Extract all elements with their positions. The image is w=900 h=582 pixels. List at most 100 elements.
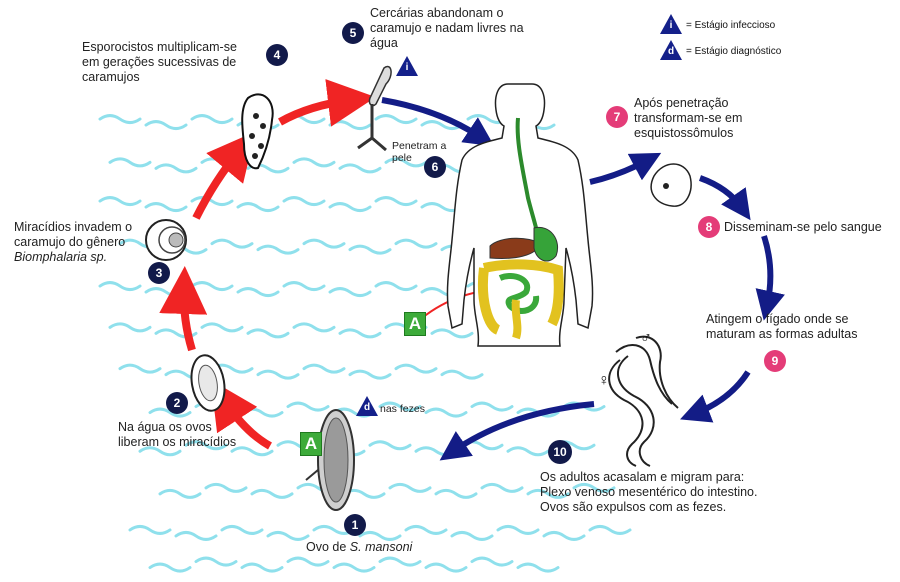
stage-9-line2: maturam as formas adultas	[706, 327, 857, 342]
sporocyst-drawing	[242, 94, 272, 168]
water-wave	[350, 371, 390, 378]
male-symbol: ♂	[640, 330, 652, 348]
stage-10-line2: Plexo venoso mesentérico do intestino.	[540, 485, 758, 500]
water-wave	[360, 532, 400, 539]
stage-7-line1: Após penetração	[634, 96, 742, 111]
water-wave	[508, 448, 548, 455]
water-wave	[252, 490, 292, 497]
water-wave	[482, 484, 522, 491]
water-wave	[192, 198, 232, 205]
stage-4-line1: Esporocistos multiplicam-se	[82, 40, 237, 55]
water-wave	[294, 159, 334, 166]
stage-1-badge: 1	[344, 514, 366, 536]
water-wave	[472, 558, 512, 565]
stage-8-label: Disseminam-se pelo sangue	[724, 220, 900, 235]
arrow-2-to-3	[184, 290, 192, 350]
water-wave	[100, 116, 140, 123]
rectum	[516, 300, 518, 338]
legend-diagnostic-text: = Estágio diagnóstico	[686, 46, 781, 57]
arrow-7-to-8	[700, 178, 742, 208]
water-wave	[330, 122, 370, 129]
water-wave	[248, 330, 288, 337]
water-wave	[416, 448, 456, 455]
cercaria-drawing	[358, 67, 391, 150]
arrow-4-to-5	[280, 100, 352, 122]
water-wave	[294, 324, 334, 331]
arrow-9-to-adults	[694, 372, 748, 414]
water-wave	[432, 330, 472, 337]
water-wave	[100, 198, 140, 205]
stage-5-line2: caramujo e nadam livres na	[370, 21, 524, 36]
stage-8-badge: 8	[698, 216, 720, 238]
water-wave	[406, 526, 446, 533]
snail-drawing	[146, 220, 186, 260]
water-wave	[150, 564, 190, 571]
water-wave	[544, 532, 584, 539]
water-wave	[196, 558, 236, 565]
stage-10-line1: Os adultos acasalam e migram para:	[540, 470, 758, 485]
stage-4-line2: em gerações sucessivas de	[82, 55, 237, 70]
stage-7-line2: transformam-se em	[634, 111, 742, 126]
stage-3-line1: Miracídios invadem o	[14, 220, 132, 235]
stage-3-line3: Biomphalaria sp.	[14, 250, 132, 265]
water-wave	[330, 289, 370, 296]
water-wave	[376, 116, 416, 123]
water-wave	[340, 330, 380, 337]
water-wave	[130, 526, 170, 533]
water-wave	[436, 490, 476, 497]
stage-9-badge: 9	[764, 350, 786, 372]
stage-10-label: Os adultos acasalam e migram para: Plexo…	[540, 470, 758, 515]
stage-1-label: Ovo de S. mansoni	[306, 540, 412, 555]
water-wave	[376, 198, 416, 205]
water-wave	[426, 564, 466, 571]
stage-5-label: Cercárias abandonam o caramujo e nadam l…	[370, 6, 524, 51]
legend-infective-text: = Estágio infeccioso	[686, 20, 775, 31]
water-wave	[242, 409, 282, 416]
stage-1-label-species: S. mansoni	[350, 540, 413, 554]
water-wave	[452, 532, 492, 539]
water-wave	[350, 246, 390, 253]
water-wave	[100, 283, 140, 290]
water-wave	[340, 165, 380, 172]
water-wave	[192, 116, 232, 123]
stage-9-label: Atingem o fígado onde se maturam as form…	[706, 312, 857, 342]
stage-5-line1: Cercárias abandonam o	[370, 6, 524, 21]
water-wave	[284, 198, 324, 205]
water-wave	[472, 403, 512, 410]
water-wave	[396, 365, 436, 372]
water-wave	[380, 558, 420, 565]
water-wave	[192, 283, 232, 290]
female-symbol: ♀	[598, 372, 610, 390]
water-wave	[498, 526, 538, 533]
water-wave	[156, 165, 196, 172]
stage-3-line2: caramujo do gênero	[14, 235, 132, 250]
diagnostic-box-A-human: A	[404, 312, 426, 336]
water-wave	[518, 564, 558, 571]
legend-i-letter: i	[660, 20, 682, 31]
stage-2-line2: liberam os miracídios	[118, 435, 236, 450]
water-wave	[238, 204, 278, 211]
water-wave	[426, 409, 466, 416]
stage-2-badge: 2	[166, 392, 188, 414]
water-wave	[160, 490, 200, 497]
arrow-8-to-9	[764, 236, 770, 306]
water-wave	[202, 324, 242, 331]
water-wave	[146, 122, 186, 129]
stage-7-badge: 7	[606, 106, 628, 128]
water-wave	[258, 246, 298, 253]
water-wave	[330, 204, 370, 211]
water-wave	[242, 564, 282, 571]
water-wave	[284, 283, 324, 290]
human-body	[447, 84, 592, 346]
adult-worms-drawing	[609, 337, 678, 466]
stage-4-label: Esporocistos multiplicam-se em gerações …	[82, 40, 237, 85]
water-wave	[146, 204, 186, 211]
water-wave	[212, 240, 252, 247]
stage-6-line1: Penetram a	[392, 140, 446, 152]
diagnostic-marker-letter: d	[356, 402, 378, 413]
schistosomulum-drawing	[651, 164, 691, 206]
water-wave	[288, 558, 328, 565]
schistosoma-egg-drawing	[306, 410, 354, 510]
water-wave	[206, 484, 246, 491]
